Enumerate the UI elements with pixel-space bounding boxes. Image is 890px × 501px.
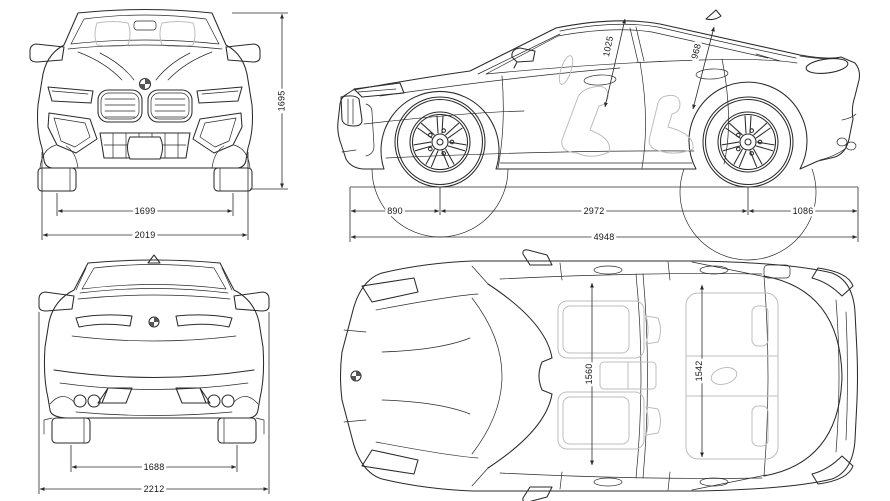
cowl-line: [471, 297, 503, 455]
dim-front-height: 1695: [277, 91, 287, 112]
bmw-roundel-icon: [350, 370, 362, 382]
top-view-drawing: [339, 249, 859, 501]
dim-width-with-mirrors: 2212: [144, 484, 165, 494]
dim-front-width: 2019: [135, 230, 156, 240]
headlights: [361, 277, 419, 475]
dim-front-headroom: 1025: [601, 35, 615, 57]
fuel-door: [763, 264, 791, 279]
dim-rear-overhang: 1086: [793, 206, 814, 216]
interior-seats: [557, 292, 779, 460]
rear-window-edge: [763, 275, 843, 477]
dim-front-overhang: 890: [387, 206, 403, 216]
rear-window: [81, 264, 227, 290]
taillights: [75, 314, 233, 328]
top-view-dimensions: 1560 1542: [582, 282, 707, 466]
windshield-edge: [487, 283, 553, 469]
dim-front-track: 1699: [135, 206, 156, 216]
dim-rear-shoulder-width: 1542: [694, 361, 704, 382]
roof-antenna-fin: [705, 9, 722, 21]
rear-view-dimensions: 1688 2212: [38, 312, 270, 497]
dim-rear-track: 1688: [144, 462, 165, 472]
rear-view-drawing: [38, 254, 270, 444]
bmw-roundel-icon: [138, 77, 152, 91]
front-view-drawing: [29, 8, 261, 192]
shark-fin-antenna: [147, 254, 161, 264]
side-mirrors: [29, 43, 261, 63]
front-left-tire: [37, 167, 77, 192]
side-view-dimensions: 1025 968 890 2972 1086 4948: [349, 18, 859, 245]
kidney-grille: [97, 89, 193, 123]
side-mirrors: [522, 249, 553, 501]
bmw-roundel-icon: [148, 316, 160, 328]
taillight: [805, 58, 849, 74]
rear-left-tire: [51, 417, 91, 444]
dim-rear-headroom: 968: [689, 42, 703, 60]
dim-wheelbase: 2972: [584, 206, 605, 216]
dim-overall-length: 4948: [594, 232, 615, 242]
windshield: [70, 14, 220, 45]
taillights: [811, 267, 854, 485]
wing-mirror: [511, 47, 536, 69]
dim-front-shoulder-width: 1560: [584, 364, 594, 385]
front-view-dimensions: 1695 1699 2019: [41, 12, 289, 243]
steering-wheel: [558, 55, 574, 85]
side-mirrors: [38, 291, 270, 312]
rear-right-tire: [217, 417, 257, 444]
side-view-drawing: [337, 9, 861, 261]
rearview-mirror: [133, 20, 157, 31]
exhaust-tips: [73, 394, 235, 408]
front-right-tire: [213, 167, 253, 192]
headlights: [47, 86, 243, 104]
